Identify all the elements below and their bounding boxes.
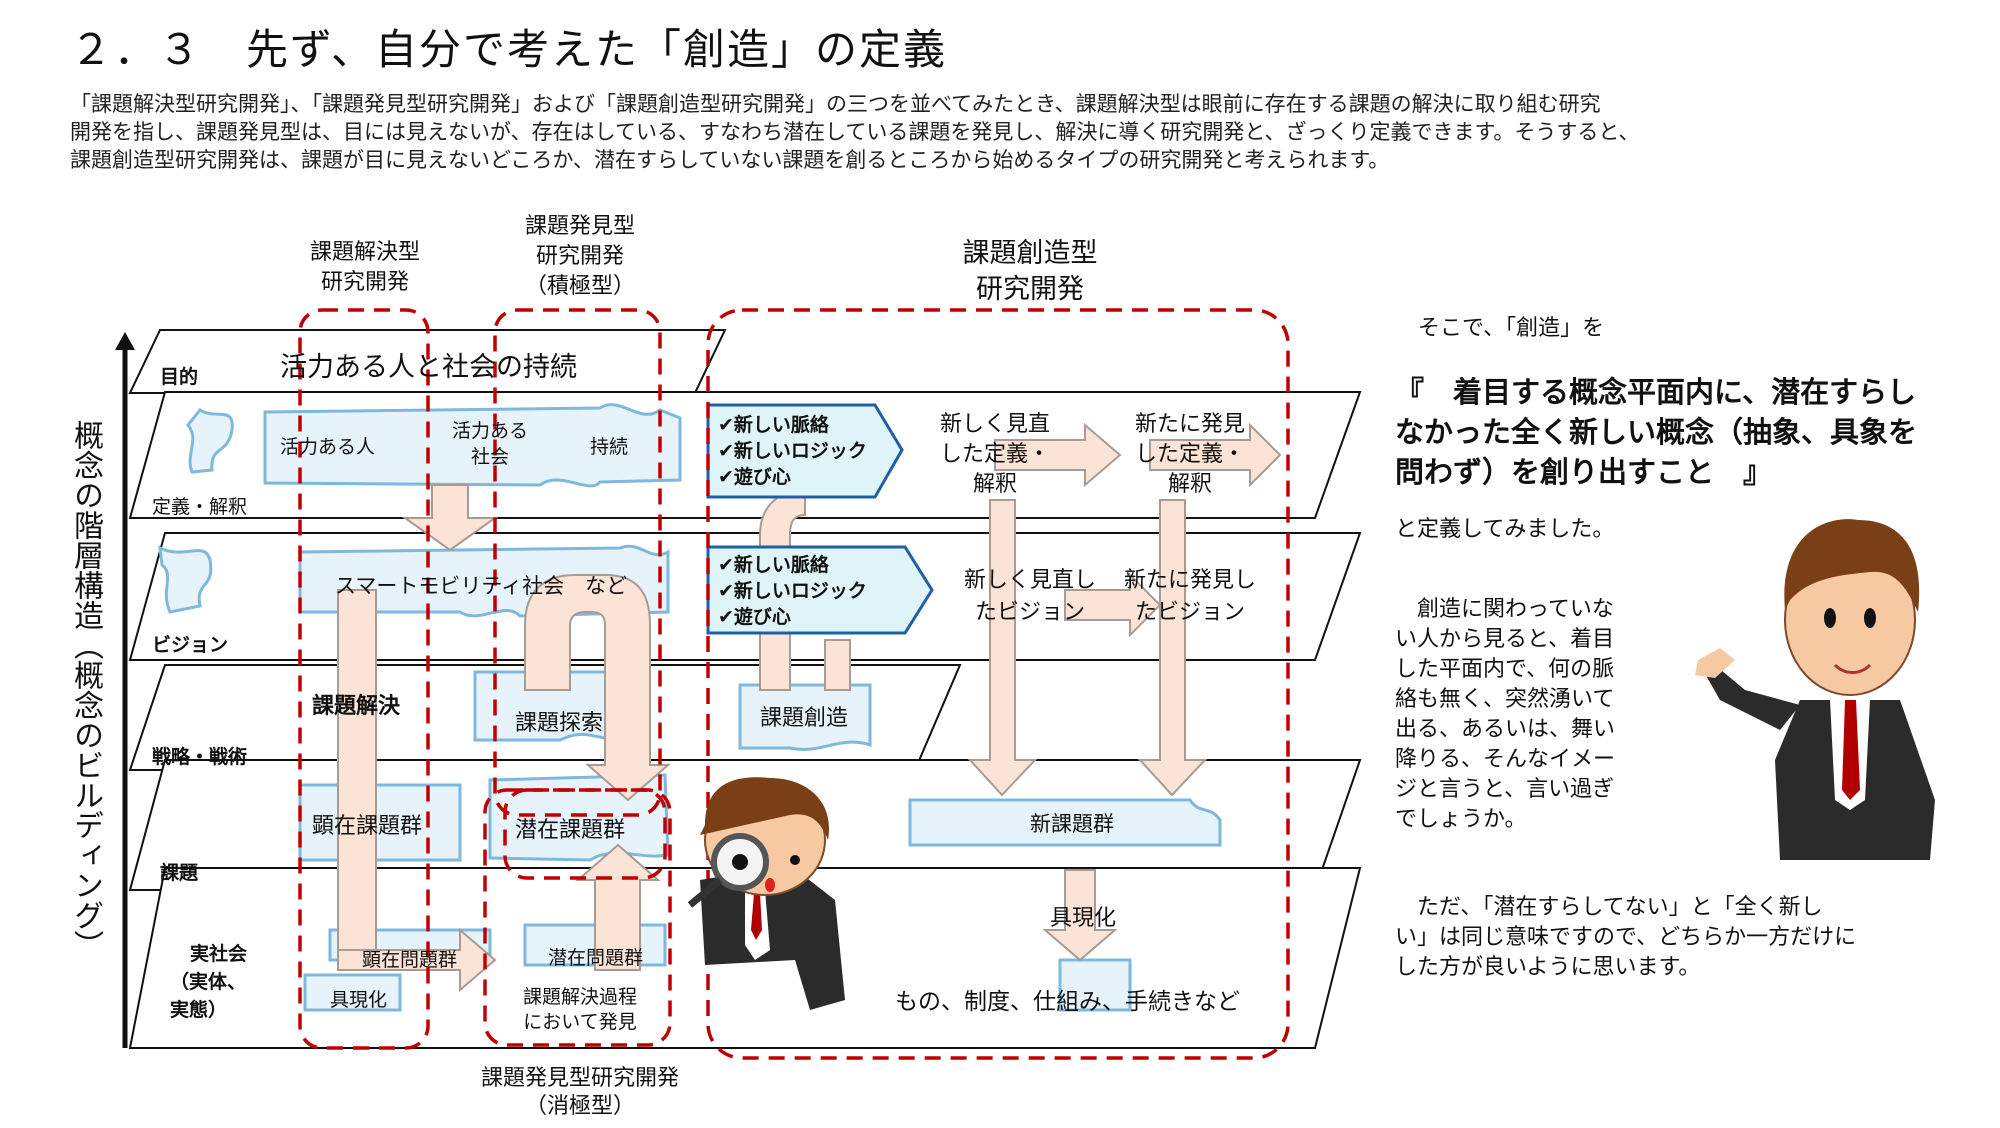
intro-line: 「課題解決型研究開発」、「課題発見型研究開発」および「課題創造型研究開発」の三つ… (70, 92, 1601, 116)
column-create-line: 課題創造型 (962, 238, 1098, 269)
axis-label: 概念の階層構造（概念のビルディング） (68, 420, 103, 960)
def-person: 活力ある人 (280, 436, 376, 458)
idea-box-line: ✔新しいロジック (718, 440, 867, 462)
right-paragraph-2: ただ、「潜在すらしてない」と「全く新し い」は同じ意味ですので、どちらか一方だけ… (1395, 893, 1856, 983)
revised-vision-line: たビジョン (974, 600, 1085, 625)
explore-label: 課題探索 (515, 711, 604, 736)
create-label: 課題創造 (760, 706, 849, 731)
column-discover-header: 課題発見型 研究開発 （積極型） (505, 212, 655, 302)
column-discover-line: 課題発見型 (524, 214, 635, 239)
idea-box-line: ✔新しい脈絡 (718, 414, 829, 436)
layer-purpose: 目的 (160, 366, 199, 388)
right-paragraph-1: 創造に関わっていな い人から見ると、着目 した平面内で、何の脈 絡も無く、突然湧… (1395, 595, 1615, 835)
column-solve-header: 課題解決型 研究開発 (300, 238, 430, 298)
things-text: もの、制度、仕組み、手続きなど (895, 989, 1240, 1015)
latent-issues: 潜在課題群 (515, 818, 626, 843)
column-solve-line: 研究開発 (320, 270, 409, 295)
idea-box-1-text: ✔新しい脈絡 ✔新しいロジック ✔遊び心 (718, 412, 867, 490)
creation-definition-line: なかった全く新しい概念（抽象、具象を (1395, 415, 1918, 449)
paragraph-line: 創造に関わっていな (1395, 597, 1614, 622)
new-definition-line: 新たに発見 (1134, 412, 1245, 437)
paragraph-line: した平面内で、何の脈 (1395, 657, 1615, 682)
creation-definition: 『 着目する概念平面内に、潜在すらし なかった全く新しい概念（抽象、具象を 問わ… (1395, 372, 1917, 492)
revised-definition-line: 新しく見直 (939, 412, 1050, 437)
column-discover-line: （積極型） (524, 274, 635, 299)
intro-line: 課題創造型研究開発は、課題が目に見えないどころか、潜在すらしていない課題を創ると… (70, 148, 1390, 172)
new-vision-line: たビジョン (1134, 600, 1245, 625)
layer-society-line: 実態） (170, 999, 228, 1021)
idea-box-line: ✔新しい脈絡 (718, 554, 829, 576)
visible-issues: 顕在課題群 (312, 814, 423, 839)
layer-society-line: 実社会 (190, 943, 248, 965)
magnifier-person-illustration (687, 777, 845, 1010)
revised-definition-line: した定義・ (939, 442, 1050, 467)
revised-definition-line: 解釈 (972, 472, 1017, 497)
new-idea-boxes (706, 403, 934, 635)
right-intro: そこで、「創造」を (1418, 316, 1605, 341)
revised-vision: 新しく見直し たビジョン (950, 565, 1110, 629)
vision-text: スマートモビリティ社会 など (335, 574, 628, 598)
paragraph-line: した方が良いように思います。 (1395, 955, 1701, 980)
paragraph-line: 絡も無く、突然湧いて (1395, 687, 1615, 712)
layer-issue: 課題 (160, 862, 199, 884)
layer-vision: ビジョン (152, 634, 229, 656)
new-definition: 新たに発見 した定義・ 解釈 (1120, 410, 1260, 500)
layer-definition: 定義・解釈 (152, 496, 248, 518)
idea-box-2-text: ✔新しい脈絡 ✔新しいロジック ✔遊び心 (718, 552, 867, 630)
def-sustain: 持続 (590, 436, 629, 458)
paragraph-line: でしょうか。 (1395, 807, 1527, 832)
paragraph-line: ただ、「潜在すらしてない」と「全く新し (1395, 895, 1823, 920)
purpose-text: 活力ある人と社会の持続 (280, 352, 577, 383)
layer-strategy: 戦略・戦術 (152, 746, 248, 768)
creation-definition-line: 『 着目する概念平面内に、潜在すらし (1395, 375, 1917, 409)
paragraph-line: 降りる、そんなイメー (1395, 747, 1616, 772)
paragraph-line: 出る、あるいは、舞い (1395, 717, 1616, 742)
presenter-illustration (1695, 519, 1935, 860)
found-line: において発見 (523, 1011, 637, 1033)
revised-vision-line: 新しく見直し (963, 568, 1096, 593)
def-vital-line: 活力ある (451, 420, 528, 442)
layer-society: 実社会 （実体、 実態） (170, 940, 247, 1024)
column-passive-line: （消極型） (524, 1094, 635, 1119)
solve-label: 課題解決 (312, 694, 401, 719)
column-create-line: 研究開発 (976, 274, 1084, 305)
paragraph-line: い人から見ると、着目 (1395, 627, 1615, 652)
def-vital-society: 活力ある 社会 (440, 418, 540, 470)
axis-arrowhead (115, 332, 135, 350)
category-outlines (298, 308, 1290, 1060)
idea-box-line: ✔遊び心 (718, 466, 791, 488)
idea-box-line: ✔新しいロジック (718, 580, 867, 602)
visible-problems: 顕在問題群 (362, 949, 458, 971)
intro-line: 開発を指し、課題発見型は、目には見えないが、存在はしている、すなわち潜在している… (70, 120, 1640, 144)
new-definition-line: した定義・ (1134, 442, 1245, 467)
new-definition-line: 解釈 (1167, 472, 1212, 497)
found-line: 課題解決過程 (522, 986, 637, 1008)
paragraph-line: ジと言うと、言い過ぎ (1395, 777, 1615, 802)
column-passive-header: 課題発見型研究開発 （消極型） (460, 1065, 700, 1121)
paragraph-line: い」は同じ意味ですので、どちらか一方だけに (1395, 925, 1857, 950)
column-solve-line: 課題解決型 (309, 240, 420, 265)
creation-definition-line: 問わず）を創り出すこと 』 (1395, 455, 1773, 489)
found-in-process: 課題解決過程 において発見 (500, 985, 660, 1035)
layer-society-line: （実体、 (170, 971, 247, 993)
realize-left: 具現化 (330, 989, 388, 1011)
new-vision-line: 新たに発見し (1123, 568, 1256, 593)
intro-paragraph: 「課題解決型研究開発」、「課題発見型研究開発」および「課題創造型研究開発」の三つ… (70, 90, 1950, 174)
new-issues: 新課題群 (1030, 812, 1114, 836)
new-vision: 新たに発見し たビジョン (1110, 565, 1270, 629)
right-after: と定義してみました。 (1395, 517, 1615, 542)
column-passive-line: 課題発見型研究開発 (480, 1066, 679, 1091)
latent-problems: 潜在問題群 (548, 947, 644, 969)
def-vital-line: 社会 (470, 446, 509, 468)
page-title: ２．３ 先ず、自分で考えた「創造」の定義 (70, 25, 948, 74)
realize-right: 具現化 (1050, 906, 1117, 931)
column-discover-line: 研究開発 (535, 244, 624, 269)
column-create-header: 課題創造型 研究開発 (930, 236, 1130, 308)
idea-box-line: ✔遊び心 (718, 606, 791, 628)
revised-definition: 新しく見直 した定義・ 解釈 (925, 410, 1065, 500)
